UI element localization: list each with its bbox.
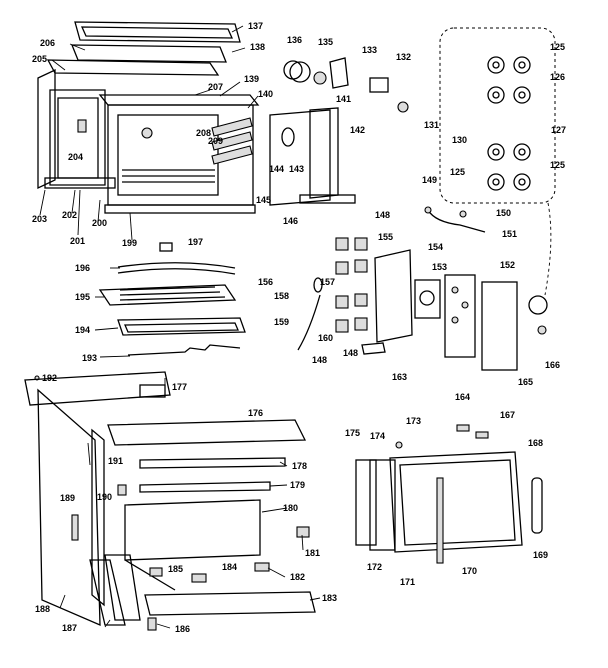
label-164: 164 <box>455 392 470 402</box>
oven-door <box>355 424 543 564</box>
label-137: 137 <box>248 21 263 31</box>
label-154: 154 <box>428 242 443 252</box>
label-125-c: 125 <box>450 167 465 177</box>
burner-valves <box>297 206 486 355</box>
label-150: 150 <box>496 208 511 218</box>
label-194: 194 <box>75 325 90 335</box>
control-panels <box>374 249 548 371</box>
label-125-d: 125 <box>550 160 565 170</box>
label-133: 133 <box>362 45 377 55</box>
label-200: 200 <box>92 218 107 228</box>
label-209: 209 <box>208 136 223 146</box>
label-125-b: 125 <box>550 42 565 52</box>
label-199: 199 <box>122 238 137 248</box>
label-185: 185 <box>168 564 183 574</box>
label-190: 190 <box>97 492 112 502</box>
oven-top-panels <box>46 21 241 76</box>
label-157: 157 <box>320 277 335 287</box>
part-labels: 137 138 206 205 207 139 140 136 135 133 … <box>32 21 566 634</box>
label-174: 174 <box>370 431 385 441</box>
label-189: 189 <box>60 493 75 503</box>
label-145: 145 <box>256 195 271 205</box>
label-152: 152 <box>500 260 515 270</box>
label-167: 167 <box>500 410 515 420</box>
knob-icons <box>487 56 531 191</box>
label-204: 204 <box>68 152 83 162</box>
label-169: 169 <box>533 550 548 560</box>
label-146: 146 <box>283 216 298 226</box>
knob-group-outline <box>439 27 556 204</box>
label-184: 184 <box>222 562 237 572</box>
label-172: 172 <box>367 562 382 572</box>
label-197: 197 <box>188 237 203 247</box>
label-138: 138 <box>250 42 265 52</box>
leader-lines <box>39 25 321 629</box>
label-193: 193 <box>82 353 97 363</box>
label-182: 182 <box>290 572 305 582</box>
oven-side-panels <box>37 68 106 190</box>
oven-rack-guides <box>211 117 253 165</box>
label-160-b: 160 <box>318 333 333 343</box>
label-192: 192 <box>42 373 57 383</box>
label-170: 170 <box>462 566 477 576</box>
label-158: 158 <box>274 291 289 301</box>
label-139: 139 <box>244 74 259 84</box>
oven-cavity <box>44 94 260 214</box>
broiler-parts <box>34 242 246 381</box>
label-151: 151 <box>502 229 517 239</box>
cabinet-body <box>24 371 316 631</box>
label-187: 187 <box>62 623 77 633</box>
label-188: 188 <box>35 604 50 614</box>
label-196: 196 <box>75 263 90 273</box>
label-165: 165 <box>518 377 533 387</box>
label-140: 140 <box>258 89 273 99</box>
label-201: 201 <box>70 236 85 246</box>
label-131: 131 <box>424 120 439 130</box>
label-159: 159 <box>274 317 289 327</box>
label-175: 175 <box>345 428 360 438</box>
label-136: 136 <box>287 35 302 45</box>
label-166: 166 <box>545 360 560 370</box>
label-148-c: 148 <box>312 355 327 365</box>
label-191: 191 <box>108 456 123 466</box>
label-173: 173 <box>406 416 421 426</box>
label-156: 156 <box>258 277 273 287</box>
label-171: 171 <box>400 577 415 587</box>
label-126: 126 <box>550 72 565 82</box>
label-163: 163 <box>392 372 407 382</box>
label-179: 179 <box>290 480 305 490</box>
label-155: 155 <box>378 232 393 242</box>
label-144: 144 <box>269 164 284 174</box>
label-132: 132 <box>396 52 411 62</box>
label-148-d: 148 <box>343 348 358 358</box>
label-127: 127 <box>551 125 566 135</box>
label-202: 202 <box>62 210 77 220</box>
label-176: 176 <box>248 408 263 418</box>
label-143: 143 <box>289 164 304 174</box>
label-195: 195 <box>75 292 90 302</box>
label-141: 141 <box>336 94 351 104</box>
rear-panel <box>269 107 356 206</box>
label-186: 186 <box>175 624 190 634</box>
label-142: 142 <box>350 125 365 135</box>
label-205: 205 <box>32 54 47 64</box>
label-148-b: 148 <box>375 210 390 220</box>
label-181: 181 <box>305 548 320 558</box>
label-208: 208 <box>196 128 211 138</box>
label-203: 203 <box>32 214 47 224</box>
label-168: 168 <box>528 438 543 448</box>
label-130-b: 130 <box>452 135 467 145</box>
label-180: 180 <box>283 503 298 513</box>
knob-parts <box>283 57 409 113</box>
label-153: 153 <box>432 262 447 272</box>
label-135: 135 <box>318 37 333 47</box>
label-178: 178 <box>292 461 307 471</box>
label-177: 177 <box>172 382 187 392</box>
label-149: 149 <box>422 175 437 185</box>
label-183: 183 <box>322 593 337 603</box>
label-206: 206 <box>40 38 55 48</box>
label-207: 207 <box>208 82 223 92</box>
